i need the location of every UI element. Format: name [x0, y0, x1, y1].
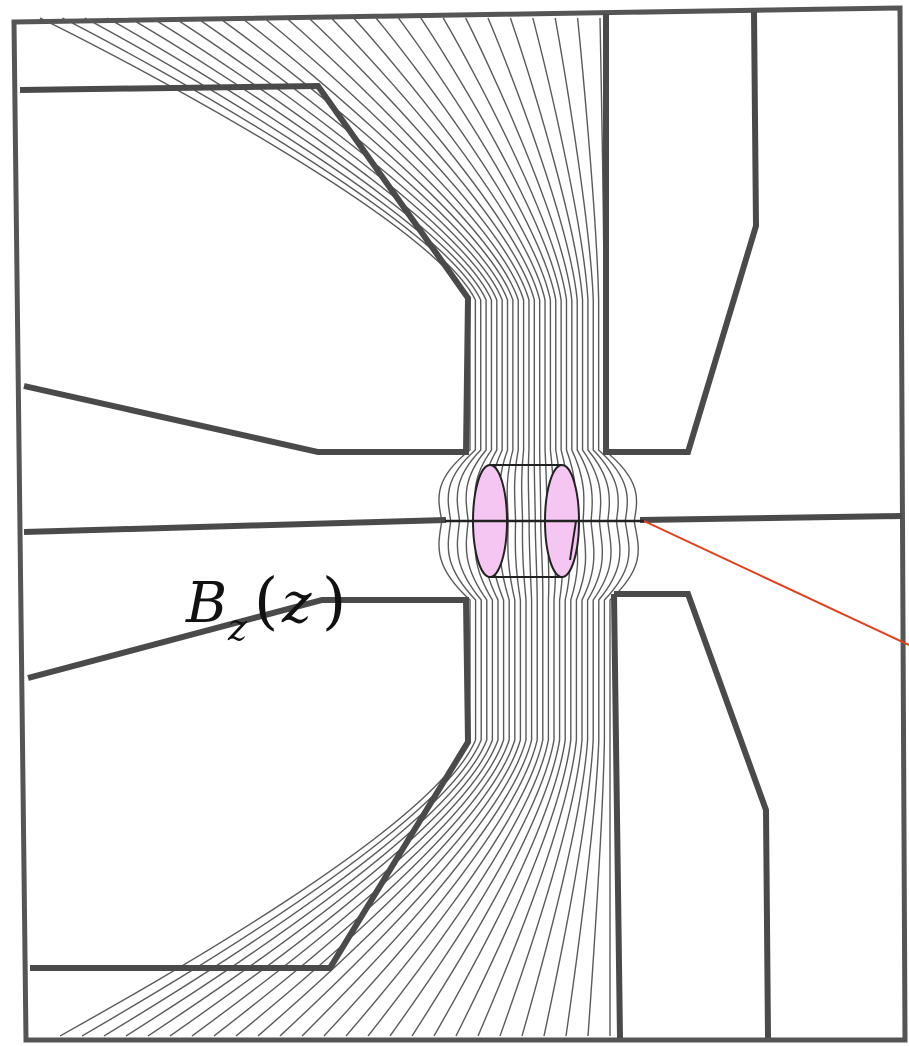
pointer-line [643, 520, 909, 646]
gap-line-top [23, 517, 447, 535]
label-close-paren: ) [322, 564, 346, 637]
lower-right-yoke [614, 591, 771, 1039]
gap-line-right [639, 513, 903, 523]
label-symbol: B [185, 571, 227, 636]
upper-right-yoke [603, 11, 760, 455]
label-open-paren: ( [254, 564, 278, 637]
label-argument: z [281, 571, 312, 636]
lower-left-pole [27, 597, 472, 971]
lower-right-yoke-inner [611, 593, 623, 1039]
label-subscript: z [227, 608, 248, 649]
upper-left-pole [19, 82, 472, 455]
outer-frame [11, 5, 908, 1043]
field-label: B z ( z ) [185, 564, 346, 649]
pole-pieces [19, 11, 903, 1039]
